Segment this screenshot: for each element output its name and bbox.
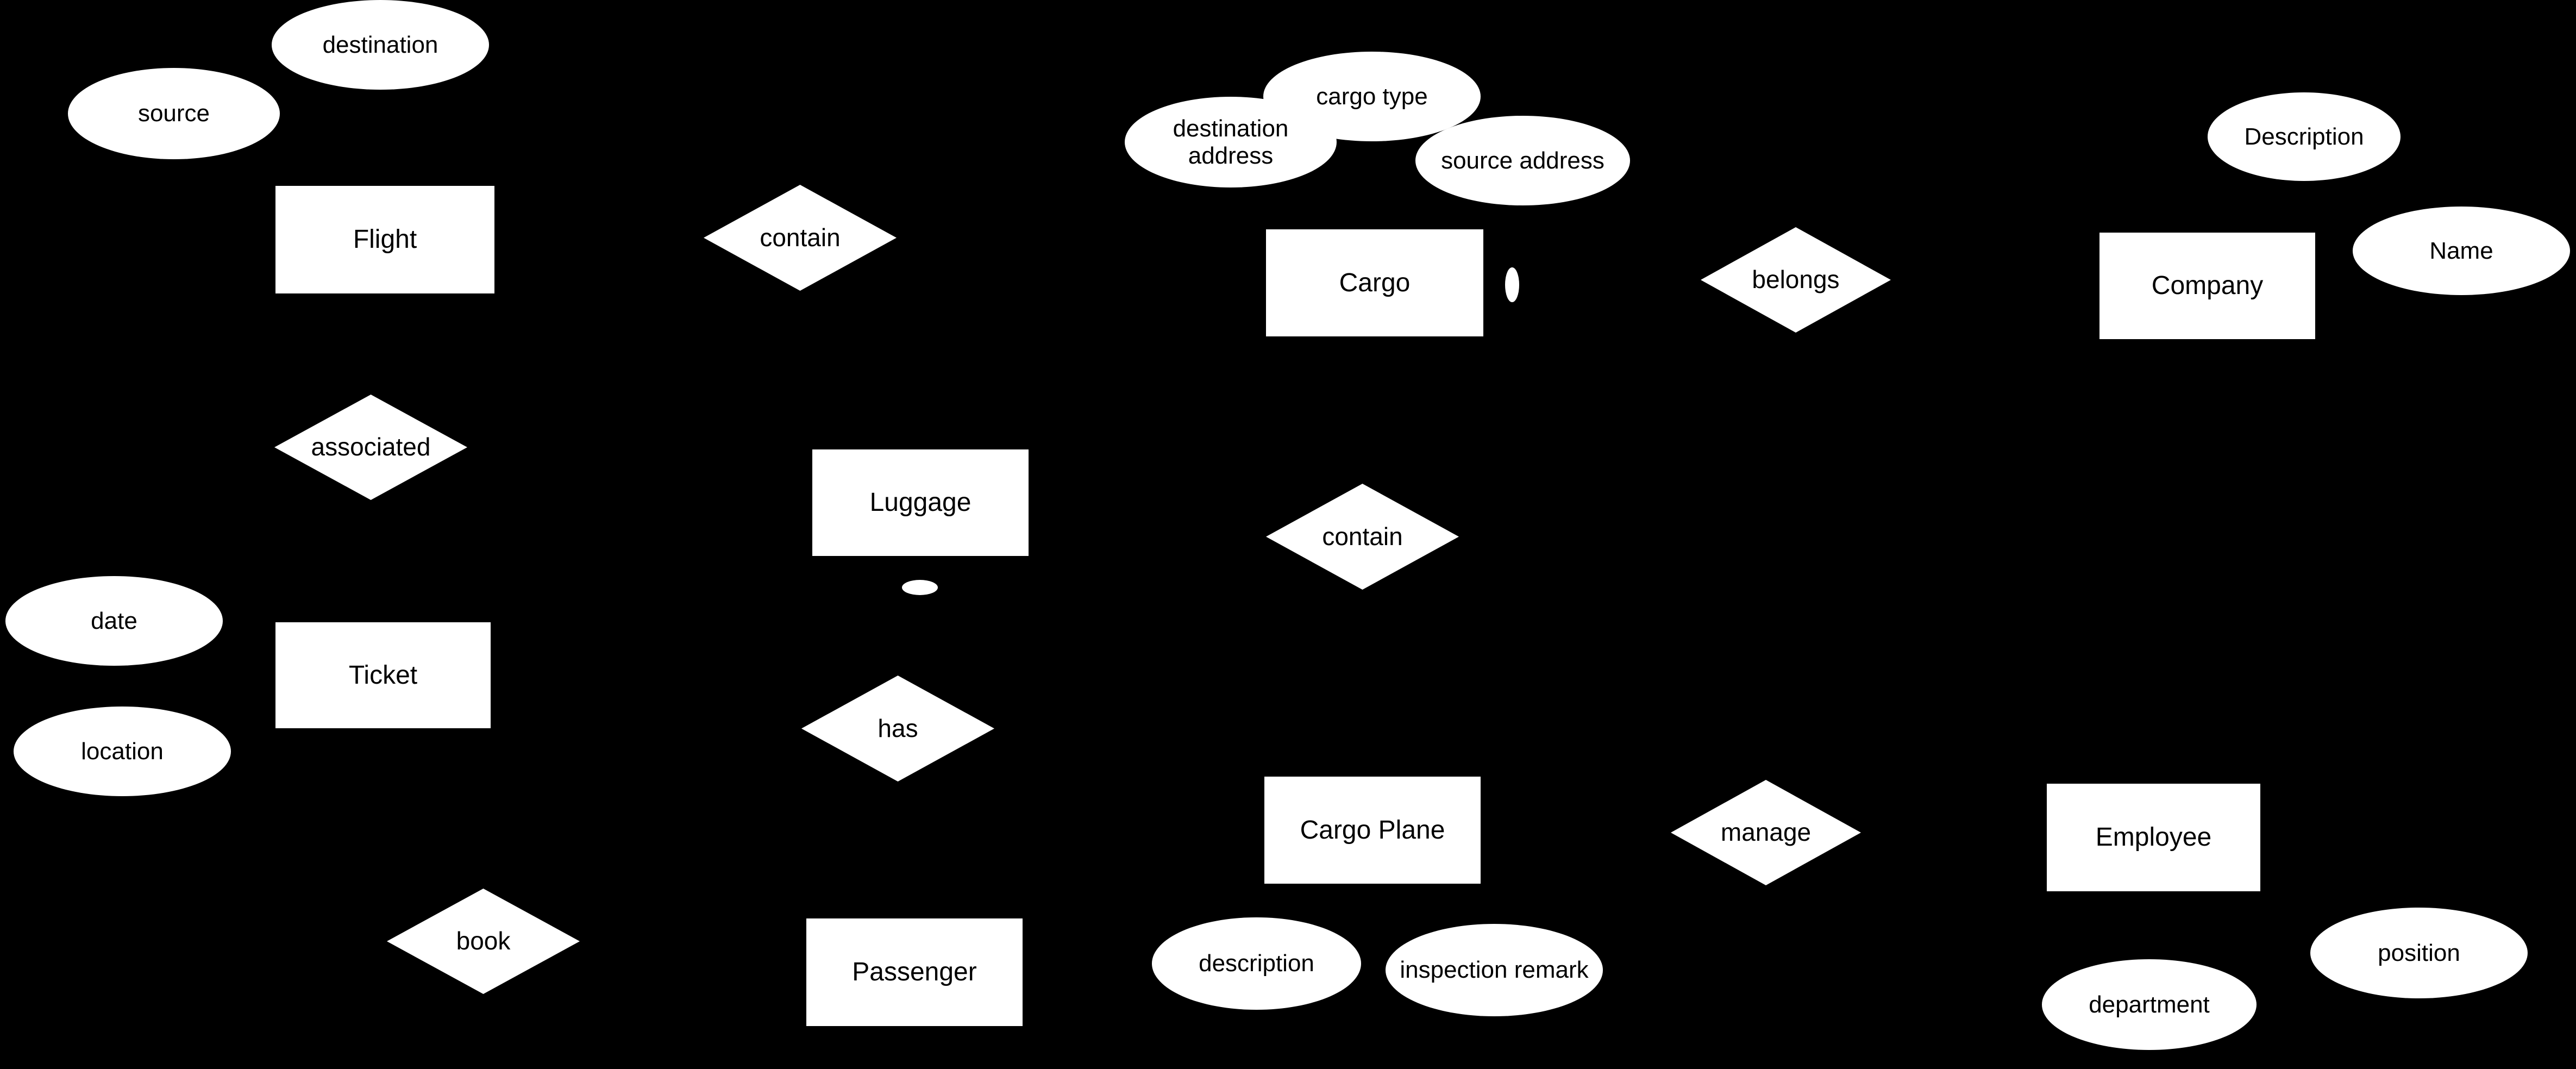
attribute-date[interactable]: date xyxy=(5,576,223,666)
relationship-contain-3[interactable]: contain xyxy=(1266,484,1459,590)
relationship-label: book xyxy=(456,927,511,955)
attribute-description[interactable]: Description xyxy=(2208,92,2400,181)
relationship-label: belongs xyxy=(1752,265,1840,294)
attribute-source-address[interactable]: source address xyxy=(1415,116,1630,205)
entity-cargo-plane[interactable]: Cargo Plane xyxy=(1264,777,1481,884)
relationship-contain-0[interactable]: contain xyxy=(704,185,897,291)
attribute-name[interactable]: Name xyxy=(2353,207,2570,295)
entity-ticket[interactable]: Ticket xyxy=(275,622,491,728)
attribute-description[interactable]: description xyxy=(1152,917,1361,1010)
attribute-location[interactable]: location xyxy=(14,707,231,796)
entity-company[interactable]: Company xyxy=(2099,233,2315,339)
attribute-inspection-remark[interactable]: inspection remark xyxy=(1386,924,1603,1016)
attribute-cargo-type[interactable]: cargo type xyxy=(1263,52,1481,141)
relationship-label: has xyxy=(878,714,918,742)
entity-passenger[interactable]: Passenger xyxy=(806,918,1023,1026)
attribute-department[interactable]: department xyxy=(2042,959,2257,1050)
attribute-source[interactable]: source xyxy=(68,68,280,159)
relationship-belongs-1[interactable]: belongs xyxy=(1701,227,1891,333)
attribute-position[interactable]: position xyxy=(2310,908,2528,998)
relationship-has-4[interactable]: has xyxy=(801,676,994,782)
entity-employee[interactable]: Employee xyxy=(2047,784,2260,891)
relationship-manage-5[interactable]: manage xyxy=(1671,780,1861,885)
relationship-book-6[interactable]: book xyxy=(387,889,580,994)
entity-luggage[interactable]: Luggage xyxy=(812,449,1029,556)
relationship-label: associated xyxy=(311,433,431,461)
relationship-label: contain xyxy=(1322,522,1403,551)
attribute-luggage-weight-marker[interactable] xyxy=(902,580,938,595)
relationship-associated-2[interactable]: associated xyxy=(274,395,467,500)
attribute-cargo-weight-marker[interactable] xyxy=(1505,267,1519,302)
attribute-destination[interactable]: destination xyxy=(272,0,489,90)
entity-flight[interactable]: Flight xyxy=(275,186,494,293)
relationship-label: manage xyxy=(1720,818,1812,847)
entity-cargo[interactable]: Cargo xyxy=(1266,229,1483,336)
relationship-label: contain xyxy=(760,223,841,252)
